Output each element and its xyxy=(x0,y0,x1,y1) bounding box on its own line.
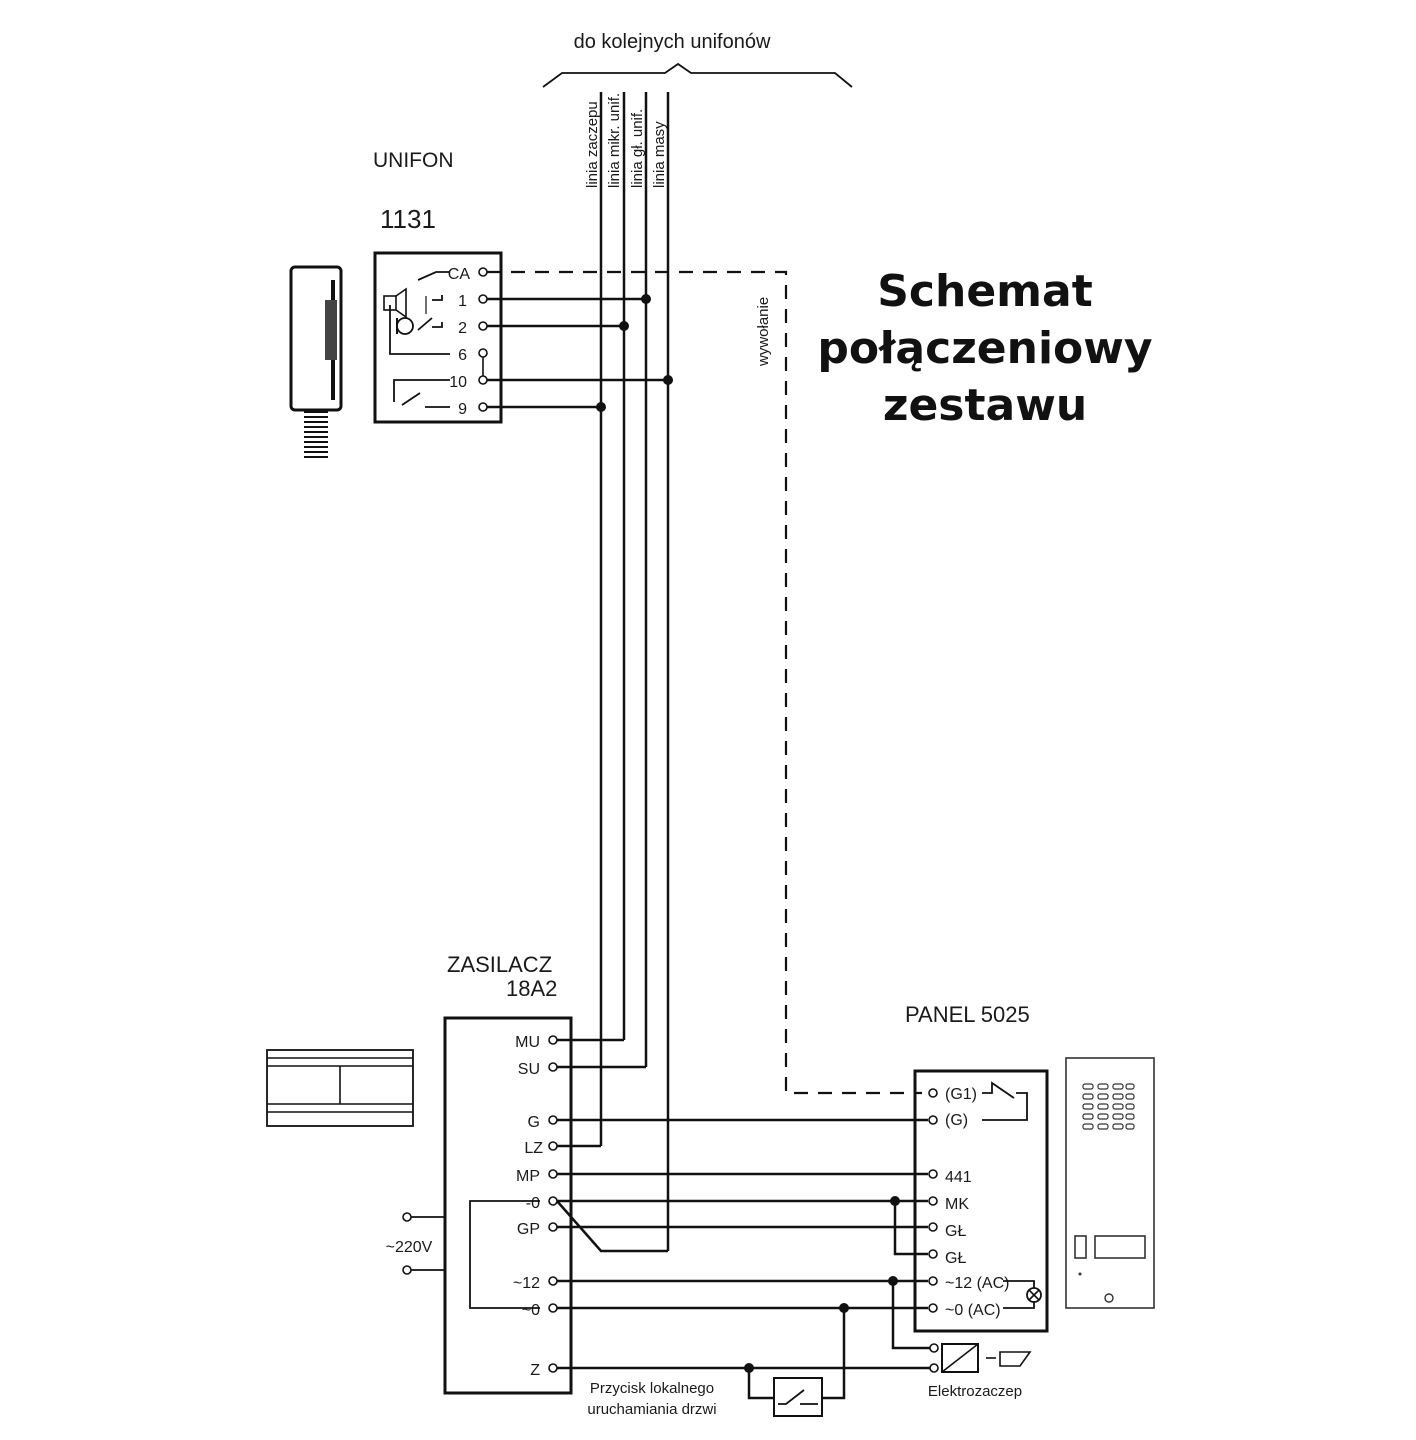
title-line-2: połączeniowy xyxy=(817,323,1152,374)
panel-terminal-g: (G) xyxy=(945,1112,968,1129)
mains-terminal xyxy=(402,1212,412,1222)
button-label-2: uruchamiania drzwi xyxy=(587,1401,716,1418)
zasilacz-name: ZASILACZ xyxy=(447,952,552,977)
unifon-internals xyxy=(383,271,450,408)
panel-terminal-g1: (G1) xyxy=(945,1086,977,1103)
unifon-terminal-10: 10 xyxy=(449,374,467,391)
unifon-model: 1131 xyxy=(380,204,436,234)
panel-terminal-mk: MK xyxy=(945,1196,969,1213)
zasilacz-box xyxy=(443,1016,573,1395)
panel-box xyxy=(913,1069,1049,1333)
zasilacz-terminal-lz: LZ xyxy=(524,1140,543,1157)
panel-terminal-441: 441 xyxy=(945,1169,972,1186)
junction-dot xyxy=(663,375,673,385)
unifon-terminal-2: 2 xyxy=(458,320,467,337)
junction-dot xyxy=(888,1276,898,1286)
unifon-box xyxy=(373,251,503,424)
panel-terminal-ac12: ~12 (AC) xyxy=(945,1275,1009,1292)
unifon-terminal-ca: CA xyxy=(448,266,471,283)
call-label: wywołanie xyxy=(755,297,772,367)
zasilacz-terminal-mu: MU xyxy=(515,1034,540,1051)
zasilacz-terminal-circles xyxy=(548,1035,558,1373)
button-label-1: Przycisk lokalnego xyxy=(590,1380,714,1397)
wire-m0-masa xyxy=(556,1200,668,1253)
lamp-icon xyxy=(1026,1287,1042,1303)
mains-label: ~220V xyxy=(386,1239,433,1256)
panel-terminal-circles xyxy=(928,1088,938,1313)
zasilacz-model: 18A2 xyxy=(506,976,557,1001)
strike-label: Elektrozaczep xyxy=(928,1383,1022,1400)
panel-terminal-gl2: GŁ xyxy=(945,1250,966,1267)
junction-dot xyxy=(890,1196,900,1206)
top-label: do kolejnych unifonów xyxy=(574,31,771,53)
zasilacz-terminal-gp: GP xyxy=(517,1221,540,1238)
panel-internals xyxy=(982,1081,1035,1309)
bus-line-label-gl: linia gł. unif. xyxy=(629,109,646,188)
door-button-icon xyxy=(747,1368,823,1417)
handset-icon xyxy=(289,265,343,458)
junction-dot xyxy=(596,402,606,412)
door-strike-icon xyxy=(929,1343,1032,1373)
call-wire-dashed xyxy=(487,270,922,1095)
zasilacz-terminal-g: G xyxy=(528,1114,540,1131)
unifon-name: UNIFON xyxy=(373,149,454,172)
bus-line-label-zaczep: linia zaczepu xyxy=(584,101,601,188)
wire-mk-gl2 xyxy=(893,1201,928,1256)
title-line-3: zestawu xyxy=(883,380,1087,431)
panel-terminal-ac0: ~0 (AC) xyxy=(945,1302,1001,1319)
power-supply-icon xyxy=(266,1049,414,1127)
mains-terminal xyxy=(402,1265,412,1275)
junction-dot xyxy=(641,294,651,304)
junction-dot xyxy=(619,321,629,331)
zasilacz-terminal-mp: MP xyxy=(516,1168,540,1185)
title-line-1: Schemat xyxy=(877,266,1093,317)
wire-strike-a xyxy=(891,1281,934,1350)
unifon-terminal-6: 6 xyxy=(458,347,467,364)
bus-line-label-mikr: linia mikr. unif. xyxy=(606,93,623,188)
unifon-terminal-9: 9 xyxy=(458,401,467,418)
panel-terminal-gl1: GŁ xyxy=(945,1223,966,1240)
zasilacz-terminal-ac12: ~12 xyxy=(513,1275,540,1292)
unifon-terminal-circles xyxy=(478,267,488,412)
zasilacz-terminal-z: Z xyxy=(530,1362,540,1379)
door-panel-icon xyxy=(1065,1057,1155,1309)
zasilacz-terminal-ac0: ~0 xyxy=(522,1302,540,1319)
junction-dot xyxy=(839,1303,849,1313)
wire-button-return xyxy=(822,1308,846,1400)
zasilacz-terminal-su: SU xyxy=(518,1061,540,1078)
unifon-terminal-1: 1 xyxy=(458,293,467,310)
zasilacz-internal-bracket xyxy=(469,1200,540,1309)
zasilacz-terminal-m0: -0 xyxy=(526,1195,540,1212)
panel-name: PANEL 5025 xyxy=(905,1002,1030,1027)
bus-line-label-masy: linia masy xyxy=(651,121,668,188)
bus-brace xyxy=(542,62,853,88)
